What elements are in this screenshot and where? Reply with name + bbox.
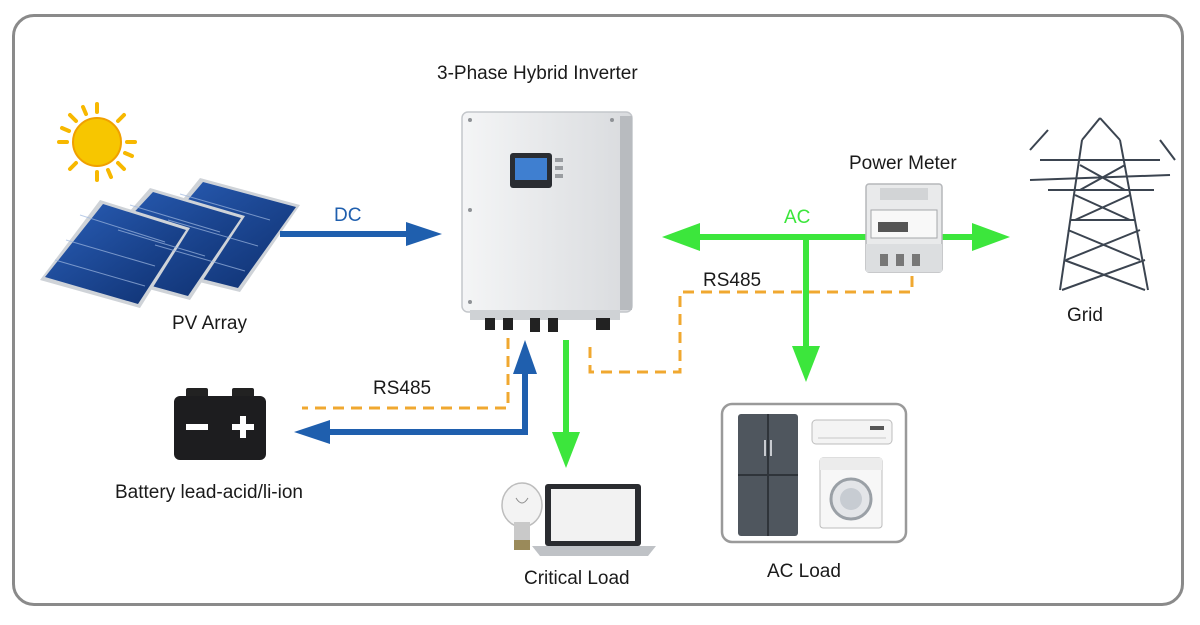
diagram-frame xyxy=(12,14,1184,606)
grid-label: Grid xyxy=(1067,305,1103,326)
power-meter-icon xyxy=(865,183,943,273)
rs485-battery-label: RS485 xyxy=(373,378,432,399)
power-meter-label: Power Meter xyxy=(849,153,957,174)
fridge-icon xyxy=(738,414,798,536)
rs485-top-label: RS485 xyxy=(703,270,762,291)
air-conditioner-icon xyxy=(811,419,893,445)
pylon-icon xyxy=(1029,117,1176,291)
solar-panel-icon xyxy=(40,178,300,308)
critical-load-arrow xyxy=(552,340,580,468)
ac-label: AC xyxy=(784,207,811,228)
washing-machine-icon xyxy=(819,457,883,529)
laptop-icon xyxy=(532,484,656,556)
ac-arrow xyxy=(662,223,1010,382)
sun-icon xyxy=(57,102,137,182)
battery-arrow xyxy=(294,340,537,444)
dc-label: DC xyxy=(334,205,362,226)
battery-label: Battery lead-acid/li-ion xyxy=(115,482,303,503)
dc-arrow xyxy=(280,222,442,246)
critical-load-label: Critical Load xyxy=(524,568,630,589)
inverter-label: 3-Phase Hybrid Inverter xyxy=(437,63,638,84)
rs485-line-meter xyxy=(588,276,914,374)
rs485-line-battery xyxy=(302,338,510,410)
battery-icon xyxy=(174,388,266,460)
ac-load-label: AC Load xyxy=(767,561,841,582)
inverter-icon xyxy=(461,111,633,332)
pv-array-label: PV Array xyxy=(172,313,247,334)
bulb-icon xyxy=(501,482,543,550)
